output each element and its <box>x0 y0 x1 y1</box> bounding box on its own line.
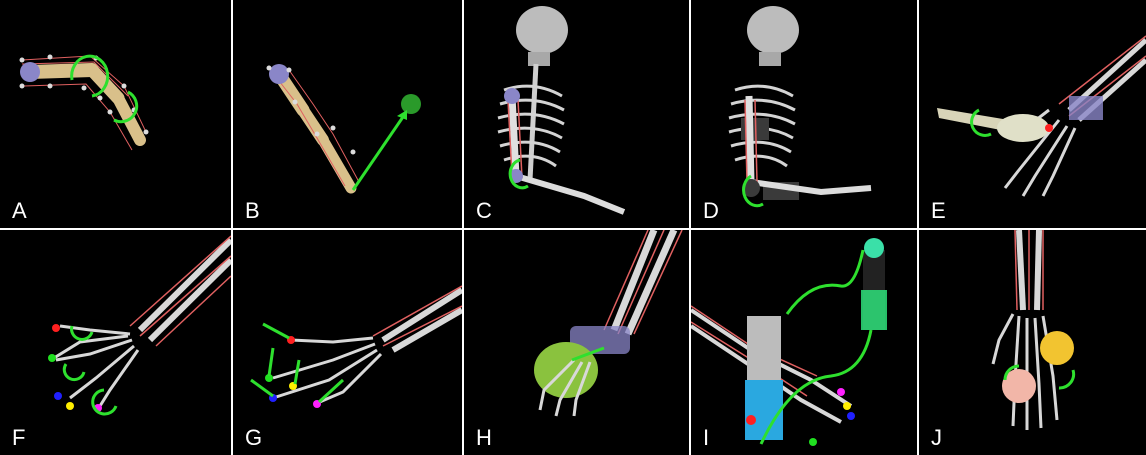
skull-icon <box>516 6 568 54</box>
fingertip-site-icon <box>66 402 74 410</box>
panel-e: E <box>919 0 1146 228</box>
fingertip-site-icon <box>54 392 62 400</box>
key-turning-illustration <box>919 0 1146 228</box>
panel-label: C <box>476 200 492 222</box>
pen-reorientation-illustration <box>691 230 917 455</box>
panel-c: C <box>464 0 689 228</box>
rotation-arrow-icon <box>64 364 84 380</box>
panel-label: J <box>931 427 942 449</box>
hand-rotation-illustration <box>0 230 231 455</box>
finger-reach-illustration <box>233 0 462 228</box>
panel-label: G <box>245 427 262 449</box>
panel-label: E <box>931 200 946 222</box>
joint-sphere-icon <box>269 64 289 84</box>
ball-icon <box>1040 331 1074 365</box>
key-bow-icon <box>997 114 1049 142</box>
fingertip-site-icon <box>48 354 56 362</box>
panel-g: G <box>233 230 462 455</box>
skull-icon <box>747 6 799 54</box>
panel-label: I <box>703 427 709 449</box>
panel-d: D <box>691 0 917 228</box>
panel-j: J <box>919 230 1146 455</box>
skeleton-wraps-illustration <box>691 0 917 228</box>
joint-sphere-icon <box>20 62 40 82</box>
rotation-arrow-icon <box>787 250 863 314</box>
target-sphere-icon <box>401 94 421 114</box>
finger-model-illustration <box>0 0 231 228</box>
pen-cap-icon <box>745 380 783 440</box>
translation-arrow-icon <box>353 114 405 190</box>
panel-label: H <box>476 427 492 449</box>
hand-translation-illustration <box>233 230 462 455</box>
skeleton-illustration <box>464 0 689 228</box>
ellipsoid-manipulation-illustration <box>464 230 689 455</box>
panel-b: B <box>233 0 462 228</box>
panel-label: D <box>703 200 719 222</box>
panel-h: H <box>464 230 689 455</box>
rotation-arrow-icon <box>93 390 116 414</box>
panel-a: A <box>0 0 231 228</box>
panel-i: I <box>691 230 917 455</box>
panel-label: F <box>12 427 25 449</box>
shoulder-joint-icon <box>504 88 520 104</box>
panel-label: B <box>245 200 260 222</box>
panel-label: A <box>12 200 27 222</box>
panel-f: F <box>0 230 231 455</box>
baoding-balls-illustration <box>919 230 1146 455</box>
rotation-arrow-icon <box>1059 370 1074 388</box>
fingertip-site-icon <box>52 324 60 332</box>
